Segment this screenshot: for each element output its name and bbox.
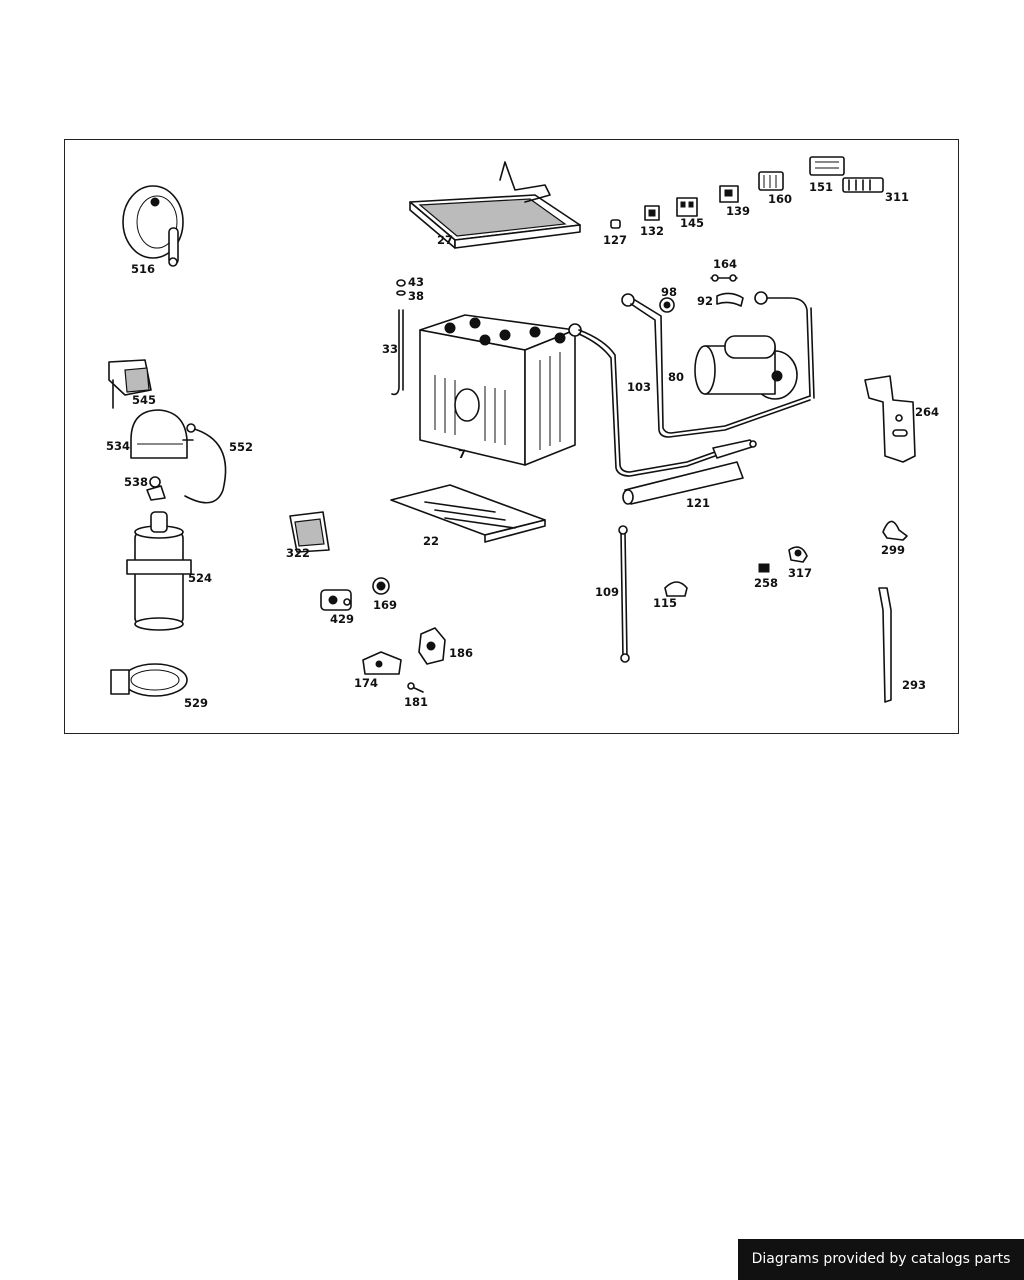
label-174: 174 [354,676,378,690]
label-524: 524 [188,571,212,585]
label-545: 545 [132,393,156,407]
starter-motor [694,335,798,400]
label-538: 538 [124,475,148,489]
label-33: 33 [382,342,398,356]
label-534: 534 [106,439,130,453]
label-529: 529 [184,696,208,710]
part-524-ignition-coil [126,511,192,631]
part-132-connector [644,205,660,221]
label-164: 164 [713,257,737,271]
part-109-ground-strap [618,525,630,663]
label-151: 151 [809,180,833,194]
part-545-fitting [108,359,152,409]
part-552-ignition-lead [184,423,227,504]
part-516-horn [122,185,184,267]
part-43-nut [396,279,406,287]
part-317-clip [788,546,808,563]
part-27-battery-frame [409,161,581,249]
label-181: 181 [404,695,428,709]
label-27: 27 [437,233,453,247]
part-22-battery-mat [390,484,546,543]
label-22: 22 [423,534,439,548]
label-121: 121 [686,496,710,510]
part-labels: 516 27 127 132 145 139 160 151 311 43 38… [106,180,939,710]
part-127-plug [610,219,621,229]
label-322: 322 [286,546,310,560]
part-529-coil-clamp [110,663,188,697]
part-322-cover [289,511,330,553]
label-169: 169 [373,598,397,612]
label-7: 7 [458,447,466,461]
part-98-grommet [659,297,675,313]
label-186: 186 [449,646,473,660]
part-258-grommet [758,563,770,573]
label-139: 139 [726,204,750,218]
part-174-terminal-block [362,651,402,675]
label-311: 311 [885,190,909,204]
part-160-connector [758,171,784,191]
part-139-connector [719,185,739,203]
part-145-connector [676,197,698,217]
part-181-screw [407,682,424,693]
part-121-insulating-sleeve [622,461,744,505]
label-98: 98 [661,285,677,299]
label-127: 127 [603,233,627,247]
label-552: 552 [229,440,253,454]
part-299-clamp [882,520,908,541]
label-132: 132 [640,224,664,238]
part-38-washer [396,290,406,296]
part-186-relay [418,627,446,665]
exploded-parts-drawing: 516 27 127 132 145 139 160 151 311 43 38… [106,156,939,710]
part-80-ground-cable [621,291,815,438]
part-33-hold-down-rod [391,309,404,396]
label-516: 516 [131,262,155,276]
label-258: 258 [754,576,778,590]
part-164-clip [710,274,738,282]
part-293-support-strap [878,587,892,703]
label-264: 264 [915,405,939,419]
label-115: 115 [653,596,677,610]
part-169-grommet [372,577,390,595]
label-92: 92 [697,294,713,308]
part-538-rotor [146,476,166,501]
part-103-battery-cable [568,323,757,477]
part-151-connector [809,156,845,176]
label-317: 317 [788,566,812,580]
label-293: 293 [902,678,926,692]
label-43: 43 [408,275,424,289]
credit-badge: Diagrams provided by catalogs parts [738,1239,1024,1280]
part-311-connector [842,177,884,193]
label-429: 429 [330,612,354,626]
part-429-switch [320,589,352,611]
label-38: 38 [408,289,424,303]
part-115-cable-clip [664,581,688,597]
part-7-battery [419,314,576,466]
label-160: 160 [768,192,792,206]
parts-diagram: 516 27 127 132 145 139 160 151 311 43 38… [64,139,959,734]
part-92-clamp [716,292,744,307]
part-264-bracket [864,375,916,463]
label-109: 109 [595,585,619,599]
part-534-distributor-cap [130,409,194,459]
label-103: 103 [627,380,651,394]
label-80: 80 [668,370,684,384]
label-145: 145 [680,216,704,230]
label-299: 299 [881,543,905,557]
